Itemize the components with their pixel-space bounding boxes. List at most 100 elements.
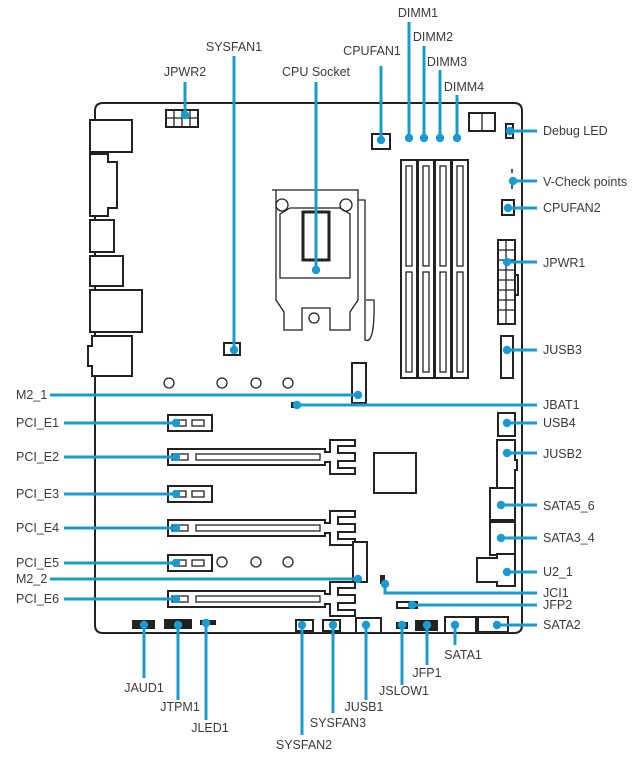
mounting-holes — [163, 377, 294, 568]
label-jbat1: JBAT1 — [543, 398, 580, 412]
callout-dot — [229, 345, 239, 355]
dimm-slot — [434, 159, 452, 379]
callout-dot — [201, 618, 211, 628]
callout-dot — [508, 176, 518, 186]
callout-sysfan1: SYSFAN1 — [206, 40, 262, 355]
callout-dot — [380, 579, 390, 589]
label-pci-e2: PCI_E2 — [16, 450, 59, 464]
label-cpufan1: CPUFAN1 — [343, 44, 401, 58]
callout-jtpm1: JTPM1 — [160, 620, 200, 714]
debug-led-display — [468, 112, 496, 132]
callout-dot — [397, 620, 407, 630]
callout-jusb1: JUSB1 — [345, 620, 384, 714]
callout-v-check-points: V-Check points — [508, 175, 627, 189]
callout-sata5-6: SATA5_6 — [496, 499, 595, 513]
callout-usb4: USB4 — [502, 416, 576, 430]
callout-dot — [328, 620, 338, 630]
callout-jpwr1: JPWR1 — [502, 256, 585, 270]
label-usb4: USB4 — [543, 416, 576, 430]
label-sysfan1: SYSFAN1 — [206, 40, 262, 54]
callout-jslow1: JSLOW1 — [379, 620, 429, 698]
label-pci-e4: PCI_E4 — [16, 521, 59, 535]
callout-dot — [297, 620, 307, 630]
label-u2-1: U2_1 — [543, 565, 573, 579]
jpwr2-connector — [165, 109, 199, 128]
callout-dot — [502, 567, 512, 577]
label-m2-2: M2_2 — [16, 572, 47, 586]
callout-pci-e6: PCI_E6 — [16, 592, 181, 606]
board-outline — [94, 102, 523, 634]
label-sysfan2: SYSFAN2 — [276, 738, 332, 752]
callout-dot — [311, 265, 321, 275]
callout-dot — [404, 133, 414, 143]
label-sata5-6: SATA5_6 — [543, 499, 595, 513]
callout-dot — [171, 489, 181, 499]
label-jled1: JLED1 — [191, 721, 229, 735]
label-m2-1: M2_1 — [16, 388, 47, 402]
callout-m2-1: M2_1 — [16, 388, 363, 402]
callout-dot — [450, 620, 460, 630]
label-jfp2: JFP2 — [543, 598, 572, 612]
callout-m2-2: M2_2 — [16, 572, 363, 586]
label-jaud1: JAUD1 — [124, 681, 164, 695]
callout-dot — [502, 448, 512, 458]
callout-debug-led: Debug LED — [505, 124, 608, 138]
callout-dot — [171, 523, 181, 533]
pcie-slot — [167, 439, 356, 475]
callout-sysfan2: SYSFAN2 — [276, 620, 332, 752]
label-jpwr2: JPWR2 — [164, 65, 206, 79]
label-jusb3: JUSB3 — [543, 343, 582, 357]
label-pci-e5: PCI_E5 — [16, 556, 59, 570]
callout-sata2: SATA2 — [492, 618, 581, 632]
callout-sata1: SATA1 — [444, 620, 482, 662]
callout-dot — [173, 620, 183, 630]
callout-jusb3: JUSB3 — [502, 343, 582, 357]
callout-jaud1: JAUD1 — [124, 620, 164, 695]
callout-sysfan3: SYSFAN3 — [310, 620, 366, 730]
label-sata1: SATA1 — [444, 648, 482, 662]
label-cpu-socket: CPU Socket — [282, 65, 351, 79]
cpu-socket — [272, 189, 375, 342]
label-pci-e6: PCI_E6 — [16, 592, 59, 606]
label-cpufan2: CPUFAN2 — [543, 201, 601, 215]
callout-dimm1: DIMM1 — [398, 6, 438, 143]
callout-dot — [353, 390, 363, 400]
callout-pci-e1: PCI_E1 — [16, 416, 181, 430]
header-connector — [444, 616, 477, 634]
label-v-check-points: V-Check points — [543, 175, 627, 189]
callout-dot — [502, 345, 512, 355]
callout-jusb2: JUSB2 — [502, 447, 582, 461]
callout-jled1: JLED1 — [191, 618, 229, 735]
callout-u2-1: U2_1 — [502, 565, 573, 579]
callout-dot — [435, 133, 445, 143]
callout-dot — [353, 574, 363, 584]
motherboard — [87, 102, 523, 634]
label-jpwr1: JPWR1 — [543, 256, 585, 270]
pcie-slot — [167, 581, 356, 617]
label-jci1: JCI1 — [543, 586, 569, 600]
callout-cpufan2: CPUFAN2 — [503, 201, 601, 215]
label-jusb1: JUSB1 — [345, 700, 384, 714]
label-jtpm1: JTPM1 — [160, 700, 200, 714]
label-sysfan3: SYSFAN3 — [310, 716, 366, 730]
chipset — [373, 452, 417, 494]
label-dimm3: DIMM3 — [427, 55, 467, 69]
callout-dot — [502, 418, 512, 428]
callout-cpu-socket: CPU Socket — [282, 65, 351, 275]
callout-dot — [407, 600, 417, 610]
label-dimm1: DIMM1 — [398, 6, 438, 20]
callout-pci-e3: PCI_E3 — [16, 487, 181, 501]
pcie-slot — [167, 510, 356, 546]
callout-dot — [376, 135, 386, 145]
label-pci-e1: PCI_E1 — [16, 416, 59, 430]
callout-dot — [139, 620, 149, 630]
callout-dot — [419, 133, 429, 143]
dimm-slot — [417, 159, 435, 379]
label-dimm4: DIMM4 — [444, 80, 484, 94]
label-jfp1: JFP1 — [412, 666, 441, 680]
label-pci-e3: PCI_E3 — [16, 487, 59, 501]
callout-dimm4: DIMM4 — [444, 80, 484, 143]
